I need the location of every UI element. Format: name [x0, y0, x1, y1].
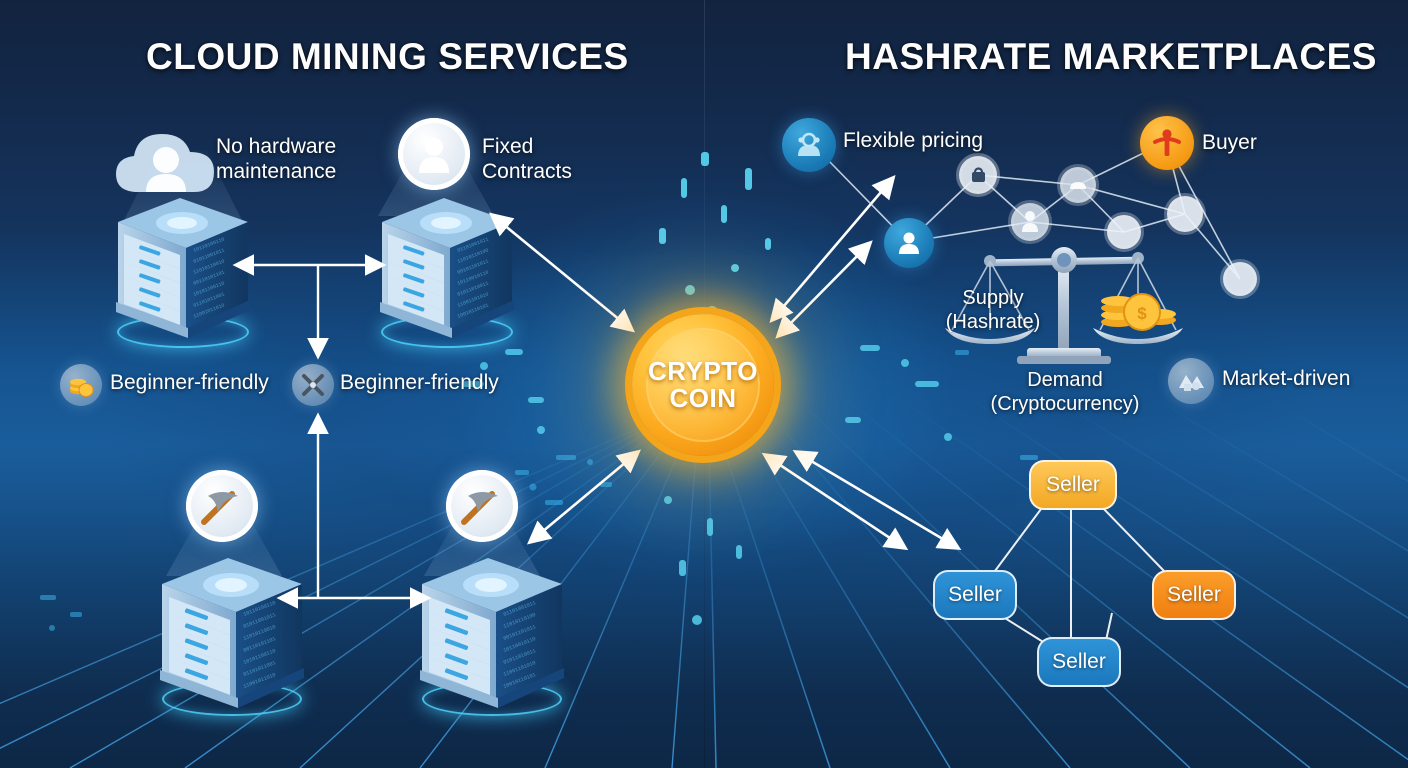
seller-node-left[interactable]: Seller [933, 570, 1017, 620]
crossed-tools-icon [292, 364, 334, 406]
feature-label-beginner-friendly-right: Beginner-friendly [340, 371, 499, 394]
marketplace-user-node-icon [884, 218, 934, 268]
seller-node-top[interactable]: Seller [1029, 460, 1117, 510]
feature-label-no-hardware-maintenance: No hardware maintenance [216, 135, 337, 183]
feature-label-fixed-contracts: Fixed Contracts [482, 135, 572, 183]
crypto-coin-label: CRYPTO COIN [648, 356, 758, 413]
crypto-coin: CRYPTO COIN [632, 314, 774, 456]
scale-demand-label: Demand (Cryptocurrency) [990, 369, 1140, 415]
pickaxe-icon-bottom-left [186, 470, 258, 542]
user-circle-icon [398, 118, 470, 190]
svg-text:$: $ [1137, 304, 1147, 323]
seller-node-right[interactable]: Seller [1152, 570, 1236, 620]
server-rack-bottom-left: 10110100110 01011001011 11010110010 0011… [152, 550, 312, 716]
feature-label-buyer: Buyer [1202, 131, 1257, 154]
gold-coins-stack-icon: $ [1101, 293, 1176, 331]
scale-supply-label: Supply (Hashrate) [945, 287, 1041, 333]
pricing-tag-icon [782, 118, 836, 172]
market-mountain-icon [1168, 358, 1214, 404]
pickaxe-icon-bottom-right [446, 470, 518, 542]
page-title-right: HASHRATE MARKETPLACES [845, 36, 1377, 77]
server-rack-bottom-right: 01101001011 11010110100 00101101011 1011… [412, 550, 572, 716]
feature-label-flexible-pricing: Flexible pricing [843, 129, 984, 152]
cloud-user-icon [110, 120, 230, 205]
page-title-left: CLOUD MINING SERVICES [146, 36, 629, 77]
seller-node-bottom[interactable]: Seller [1037, 637, 1121, 687]
server-rack-top-left: 10110100110 01011001011 11010110010 0011… [108, 190, 258, 348]
coins-icon [60, 364, 102, 406]
feature-label-beginner-friendly-left: Beginner-friendly [110, 371, 269, 394]
server-rack-top-right: 01101001011 11010110100 00101101011 1011… [372, 190, 522, 348]
feature-label-market-driven: Market-driven [1222, 367, 1351, 390]
buyer-person-icon [1140, 116, 1194, 170]
